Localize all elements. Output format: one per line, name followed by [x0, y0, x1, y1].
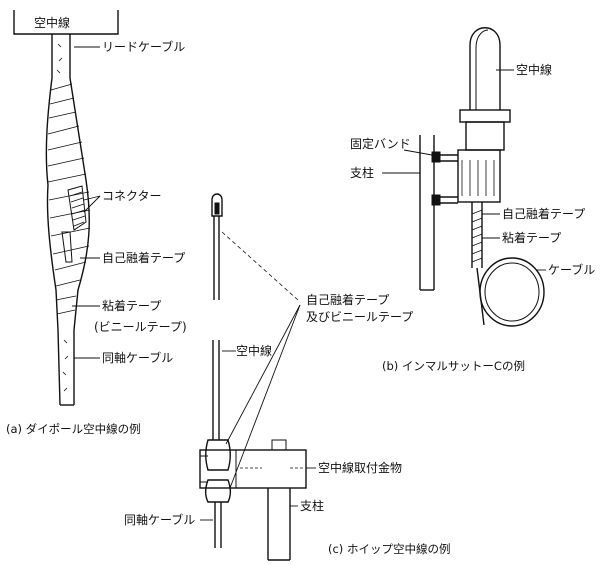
connector-hatch [69, 191, 86, 227]
mounting-bracket [199, 449, 307, 489]
label-antenna-b: 空中線 [516, 62, 552, 77]
antenna-base [459, 109, 511, 123]
inner-conductor [61, 231, 73, 263]
label-adhesive-tape-b: 粘着テープ [502, 230, 561, 245]
label-cable-b: ケーブル [548, 262, 595, 277]
label-mast-c: 支柱 [300, 498, 324, 513]
coax-cable-c [214, 502, 222, 548]
label-vinyl-tape: (ビニールテープ) [94, 320, 187, 334]
tape-wrap-right [69, 77, 90, 331]
diagram-dipole: 空中線 リードケーブル コネクター [6, 10, 187, 436]
label-fixing-band: 固定バンド [350, 136, 411, 151]
label-lead-cable: リードケーブル [102, 39, 185, 54]
lead-cable-dots [56, 43, 63, 74]
lead-cable [51, 34, 71, 78]
caption-a: (a) ダイポール空中線の例 [6, 422, 141, 436]
label-coax-cable-a: 同軸ケーブル [102, 350, 173, 365]
label-mount: 空中線取付金物 [318, 460, 402, 475]
antenna-box-label: 空中線 [34, 15, 70, 30]
label-connector: コネクター [102, 189, 162, 203]
label-tape-line2: 及びビニールテープ [306, 310, 413, 324]
cable-taped-b [471, 202, 483, 268]
label-antenna-c: 空中線 [236, 343, 272, 358]
diagram-inmarsat-c: 空中線 固定バンド 支柱 自己融着テープ 粘着テープ ケーブル (b) インマル… [350, 27, 595, 373]
coax-dots [62, 339, 69, 392]
label-adhesive-tape-a: 粘着テープ [102, 298, 161, 313]
caption-c: (c) ホイップ空中線の例 [328, 542, 450, 556]
antenna-box [13, 10, 119, 35]
mast-c [267, 488, 291, 560]
label-tape-line1: 自己融着テープ [306, 292, 389, 307]
coax-cable-a [57, 329, 75, 406]
label-self-fusing-tape-b: 自己融着テープ [502, 206, 585, 221]
connector [67, 185, 87, 231]
tape-wrap-left [45, 77, 59, 331]
cable-coil [479, 257, 545, 327]
whip-rod-lower [212, 340, 220, 440]
label-self-fusing-tape-a: 自己融着テープ [102, 250, 185, 265]
caption-b: (b) インマルサットーCの例 [382, 359, 525, 373]
whip-joint-tape [205, 439, 231, 471]
whip-top-cap [211, 193, 223, 217]
label-mast-b: 支柱 [350, 165, 374, 180]
diagram-whip: 自己融着テープ 及びビニールテープ 空中線 空中線取付金物 支柱 同軸ケーブル … [124, 193, 450, 561]
bracket [457, 149, 501, 203]
label-coax-cable-c: 同軸ケーブル [124, 512, 195, 527]
whip-rod-upper [213, 216, 220, 300]
antenna-mount [465, 121, 505, 151]
radome [469, 27, 501, 110]
